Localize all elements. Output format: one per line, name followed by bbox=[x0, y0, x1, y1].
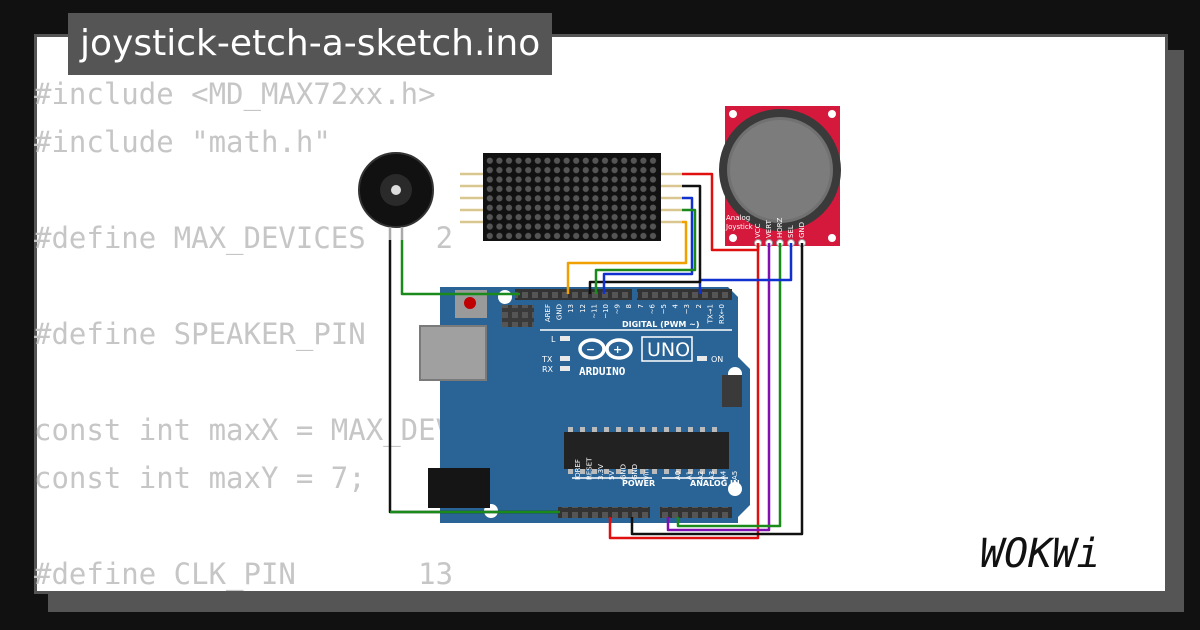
led-l bbox=[560, 336, 570, 341]
svg-text:−: − bbox=[586, 343, 595, 356]
matrix-output-pins bbox=[661, 172, 682, 224]
pin-label: 12 bbox=[579, 304, 587, 313]
pin-label: IOREF bbox=[574, 459, 582, 480]
led-rx-label: RX bbox=[542, 365, 554, 374]
pin-label: 13 bbox=[567, 304, 575, 313]
usb-connector bbox=[419, 325, 487, 381]
pin-label: A3 bbox=[708, 471, 716, 480]
wire-joystick-vcc bbox=[608, 243, 760, 540]
pin-label: VCC bbox=[754, 223, 762, 238]
pin-label: GND bbox=[631, 464, 639, 480]
wire-matrix-clk bbox=[566, 220, 688, 294]
pin-label: A1 bbox=[685, 471, 693, 480]
pin-label: ~6 bbox=[648, 303, 656, 314]
pin-label: 2 bbox=[695, 304, 703, 308]
wire-matrix-vcc bbox=[682, 172, 760, 252]
pin-label: A2 bbox=[697, 471, 705, 480]
wire-joystick-gnd bbox=[630, 243, 804, 536]
joystick-label-line2: Joystick bbox=[725, 223, 754, 231]
board-brand: ARDUINO bbox=[579, 365, 626, 378]
reset-button-cap[interactable] bbox=[464, 297, 476, 309]
led-tx-label: TX bbox=[541, 355, 553, 364]
power-header-label: POWER bbox=[622, 479, 655, 488]
led-rx bbox=[560, 366, 570, 371]
analog-header-label: ANALOG IN bbox=[690, 479, 740, 488]
pin-label: RX←0 bbox=[718, 304, 726, 324]
digital-header-label: DIGITAL (PWM ~) bbox=[622, 320, 700, 329]
wire-matrix-cs bbox=[594, 208, 697, 294]
pin-label: SEL bbox=[787, 225, 795, 238]
led-on bbox=[697, 356, 707, 361]
wire-buzzer-signal bbox=[400, 240, 520, 296]
uno-badge bbox=[641, 336, 693, 362]
pin-label: A0 bbox=[674, 471, 682, 480]
wire-joystick-sel bbox=[698, 243, 793, 294]
pin-label: HORZ bbox=[776, 217, 784, 238]
led-matrix-display[interactable] bbox=[460, 153, 682, 241]
pin-label: AREF bbox=[544, 304, 552, 322]
board-model: UNO bbox=[647, 339, 690, 361]
arduino-uno-board[interactable]: L TX RX ON DIGITAL (PWM ~) POWER ANALOG … bbox=[419, 287, 750, 523]
pin-label: A4 bbox=[720, 470, 728, 480]
atmega-chip bbox=[564, 432, 729, 469]
code-line: #define MAX_DEVICES 2 bbox=[34, 221, 454, 255]
pin-label: GND bbox=[798, 222, 806, 238]
mount-hole bbox=[498, 290, 512, 304]
pin-label: ~11 bbox=[590, 304, 598, 319]
pin-label: ~5 bbox=[660, 304, 668, 314]
pin-label: GND bbox=[556, 304, 564, 320]
led-tx bbox=[560, 356, 570, 361]
led-on-label: ON bbox=[711, 355, 723, 364]
project-filename-tab[interactable]: joystick-etch-a-sketch.ino bbox=[68, 13, 553, 75]
pin-label: ~10 bbox=[602, 304, 610, 319]
pin-label: ~3 bbox=[683, 304, 691, 314]
pin-label: 8 bbox=[625, 304, 633, 308]
matrix-input-pins bbox=[460, 172, 483, 224]
wire-matrix-gnd bbox=[588, 184, 702, 294]
pin-label: TX→1 bbox=[706, 304, 714, 324]
pin-label: GND bbox=[620, 464, 628, 480]
mount-hole bbox=[728, 482, 742, 496]
wokwi-logo-text: WOKWi bbox=[980, 531, 1100, 577]
pin-label: ~9 bbox=[614, 304, 622, 314]
pin-label: RESET bbox=[585, 457, 593, 480]
code-line: #define SPEAKER_PIN bbox=[34, 317, 366, 351]
led-l-label: L bbox=[551, 335, 556, 344]
pin-label: 4 bbox=[672, 303, 680, 308]
piezo-buzzer[interactable] bbox=[358, 152, 434, 240]
arduino-infinity-logo bbox=[578, 338, 633, 360]
wire-joystick-horz bbox=[676, 243, 782, 528]
pin-label: 7 bbox=[637, 304, 645, 308]
pin-label: 3.3V bbox=[597, 464, 605, 480]
pin-label: Vin bbox=[642, 469, 650, 480]
wires bbox=[388, 172, 804, 540]
code-line: #include <MD_MAX72xx.h> bbox=[34, 77, 436, 111]
code-line: #include "math.h" bbox=[34, 125, 331, 159]
icsp-header-right bbox=[722, 375, 742, 407]
pin-label: 5V bbox=[608, 471, 616, 480]
pin-label: A5 bbox=[731, 471, 739, 480]
svg-text:+: + bbox=[613, 343, 622, 356]
wire-joystick-vert bbox=[666, 243, 771, 532]
wokwi-logo: WOKWi bbox=[980, 531, 1100, 577]
code-editor-background: #include <MD_MAX72xx.h> #include "math.h"… bbox=[34, 70, 680, 598]
pin-label: VERT bbox=[765, 219, 773, 238]
wire-matrix-din bbox=[602, 196, 694, 294]
code-line: #define CLK_PIN 13 bbox=[34, 557, 454, 591]
power-jack bbox=[428, 468, 490, 508]
code-line: const int maxY = 7; bbox=[34, 461, 366, 495]
joystick-label-line1: Analog bbox=[726, 214, 750, 222]
